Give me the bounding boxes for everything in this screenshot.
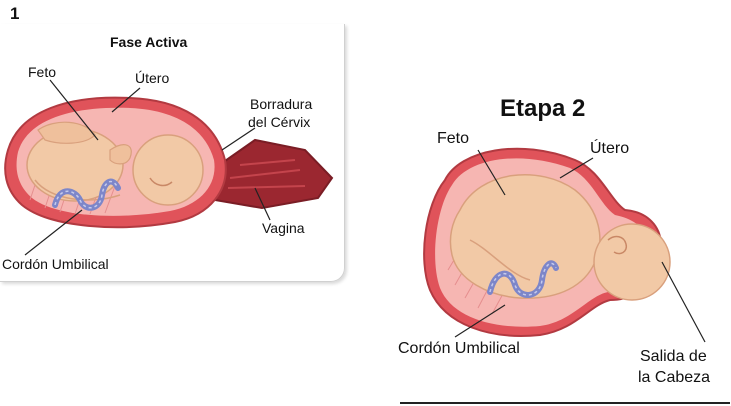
label-salida-line1: Salida de — [640, 346, 707, 367]
label-cordon-1: Cordón Umbilical — [2, 256, 109, 272]
label-cordon-2: Cordón Umbilical — [398, 338, 520, 359]
bottom-rule — [400, 402, 730, 404]
fetus-head — [133, 135, 203, 205]
fetus-arm — [110, 145, 131, 164]
label-utero-1: Útero — [135, 70, 169, 86]
fetus-body-2 — [450, 175, 599, 298]
label-borradura-line2: del Cérvix — [248, 114, 310, 130]
label-utero-2: Útero — [590, 138, 629, 159]
figure-1-title: Fase Activa — [110, 34, 187, 50]
figure-2-title: Etapa 2 — [500, 95, 585, 123]
fetus-head-2 — [594, 224, 670, 300]
label-salida-line2: la Cabeza — [638, 367, 710, 388]
label-feto-1: Feto — [28, 64, 56, 80]
label-feto-2: Feto — [437, 128, 469, 149]
label-vagina: Vagina — [262, 220, 305, 236]
figure-2-illustration — [424, 149, 705, 342]
label-borradura-line1: Borradura — [250, 96, 312, 112]
